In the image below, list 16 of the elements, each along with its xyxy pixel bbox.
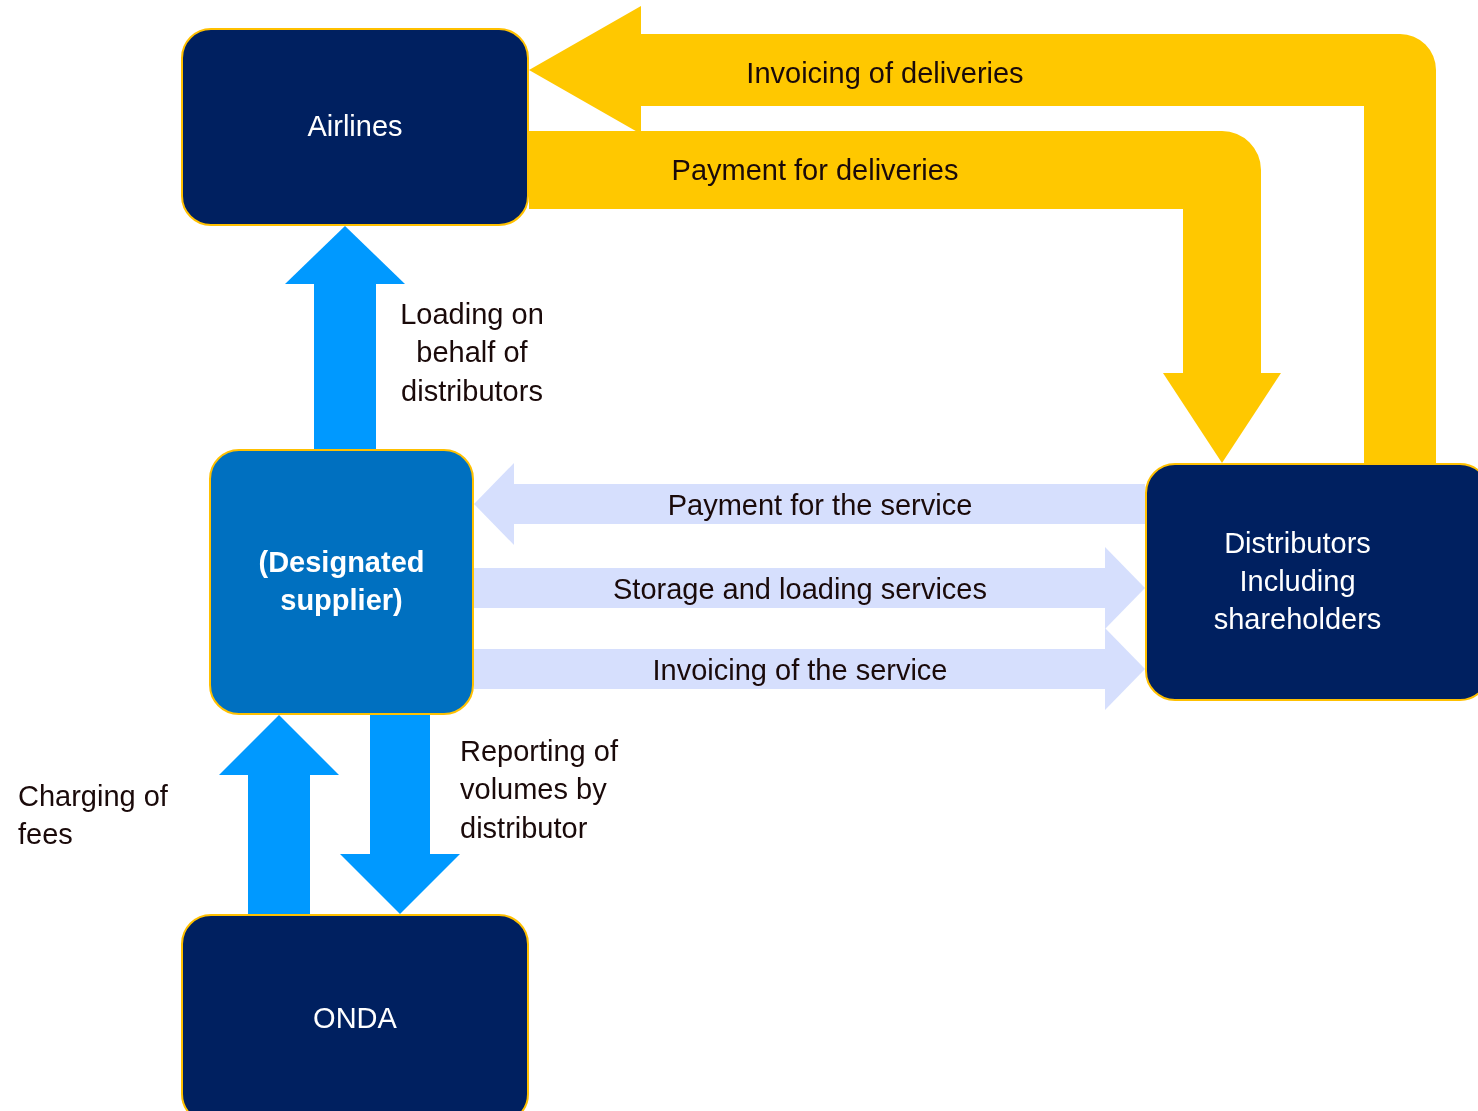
edge-label: Loading on behalf of distributors [399, 296, 545, 409]
edge-label: Payment for the service [666, 487, 974, 523]
edge-label: Invoicing of the service [651, 652, 949, 688]
box-label: ONDA [313, 1001, 397, 1037]
box-label: Distributors Including shareholders [1212, 526, 1383, 637]
box-label: Airlines [307, 109, 403, 145]
rounded-box [181, 914, 529, 1111]
edge-label: Charging of fees [18, 778, 169, 852]
rounded-box [209, 449, 474, 715]
edge-label: Invoicing of deliveries [745, 55, 1025, 91]
box-label: (Designated supplier) [257, 545, 426, 618]
rounded-box [181, 28, 529, 226]
edge-label: Reporting of volumes by distributor [460, 733, 619, 846]
rounded-box [1145, 463, 1478, 701]
edge-label: Payment for deliveries [670, 152, 960, 188]
edge-label: Storage and loading services [612, 571, 988, 607]
